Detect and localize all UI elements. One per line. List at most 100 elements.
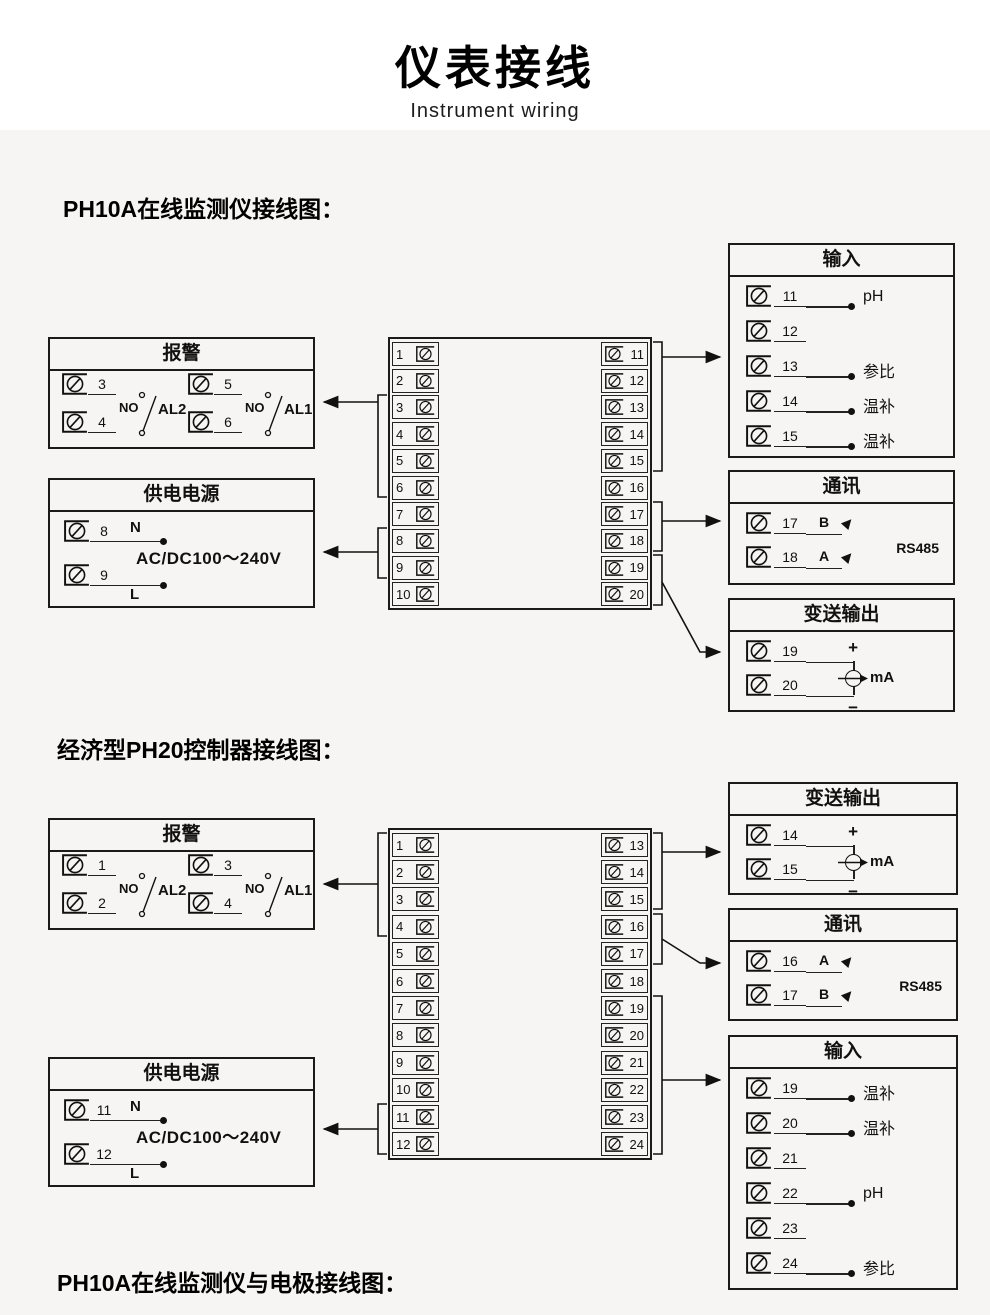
- screw-terminal-icon: [746, 640, 772, 662]
- no-contact-label: NO: [245, 400, 265, 415]
- terminal-cell: 5: [392, 448, 439, 473]
- terminal-number: 11: [396, 1109, 410, 1125]
- screw-terminal-icon: [605, 426, 624, 442]
- terminal-number: 20: [629, 1027, 644, 1043]
- screw-terminal-icon: [416, 559, 435, 576]
- screw-terminal-icon: [605, 559, 624, 576]
- screw-terminal-icon: [746, 858, 772, 880]
- power-wire: N: [118, 1098, 167, 1124]
- screw-terminal-icon: [605, 1081, 624, 1098]
- terminal-cell: 12: [601, 368, 648, 393]
- screw-terminal-icon: [188, 854, 214, 876]
- power-wire-label: N: [130, 519, 141, 536]
- screw-terminal-icon: [746, 1182, 772, 1204]
- io-rows: 14+15−: [746, 822, 952, 901]
- terminal-number: 12: [774, 321, 806, 342]
- terminal-number: 20: [629, 586, 644, 602]
- wire: [806, 1133, 850, 1135]
- junction-dot: [848, 443, 855, 450]
- junction-dot: [848, 303, 855, 310]
- relay-label: AL2: [158, 882, 187, 899]
- power-wire-label: N: [130, 1098, 141, 1115]
- terminal-number: 3: [214, 855, 242, 876]
- signal-label: 温补: [863, 1121, 896, 1138]
- screw-terminal-icon: [605, 1000, 624, 1017]
- screw-terminal-icon: [746, 1112, 772, 1134]
- terminal-cell: 3: [392, 887, 439, 912]
- alarm-terminal: 2: [62, 892, 116, 914]
- screw-terminal-icon: [746, 425, 772, 447]
- screw-terminal-icon: [416, 973, 435, 989]
- terminal-number: 6: [396, 480, 404, 495]
- terminal-cell: 11: [601, 342, 648, 366]
- terminal-number: 18: [629, 533, 644, 549]
- output-box: 变送输出 14+15− mA: [728, 782, 958, 901]
- screw-terminal-icon: [416, 426, 435, 442]
- screw-terminal-icon: [746, 824, 772, 846]
- screw-terminal-icon: [416, 1000, 435, 1017]
- terminal-number: 11: [90, 1100, 118, 1121]
- terminal-cell: 10: [392, 1077, 439, 1102]
- comm-line-label: A: [806, 546, 842, 569]
- terminal-cell: 10: [392, 582, 439, 607]
- screw-terminal-icon: [62, 411, 88, 433]
- terminal-cell: 7: [392, 502, 439, 527]
- screw-terminal-icon: [746, 390, 772, 412]
- terminal-cell: 20: [601, 582, 648, 607]
- terminal-number: 2: [396, 373, 404, 389]
- wire: [806, 1273, 850, 1275]
- terminal-number: 20: [774, 675, 806, 696]
- terminal-number: 9: [90, 565, 118, 586]
- terminal-cell: 9: [392, 555, 439, 580]
- screw-terminal-icon: [416, 945, 435, 962]
- screw-terminal-icon: [416, 1027, 435, 1044]
- io-rows: 19+20−: [746, 638, 949, 717]
- input-terminal-row: 12: [746, 318, 949, 353]
- output-terminal-row: 15−: [746, 856, 952, 901]
- no-contact-label: NO: [245, 881, 265, 896]
- screw-terminal-icon: [746, 285, 772, 307]
- terminal-number: 13: [774, 356, 806, 377]
- box-title: 输入: [730, 245, 953, 277]
- terminal-number: 24: [774, 1253, 806, 1274]
- alarm-terminal: 1: [62, 854, 116, 876]
- terminal-cell: 9: [392, 1050, 439, 1075]
- screw-terminal-icon: [746, 674, 772, 696]
- terminal-number: 7: [396, 506, 404, 522]
- screw-terminal-icon: [416, 837, 435, 853]
- box-title: 输入: [730, 1037, 956, 1069]
- terminal-cell: 1: [392, 342, 439, 366]
- junction-dot: [848, 1130, 855, 1137]
- screw-terminal-icon: [605, 399, 624, 416]
- screw-terminal-icon: [188, 892, 214, 914]
- box-title: 供电电源: [50, 480, 313, 512]
- terminal-cell: 16: [601, 475, 648, 500]
- terminal-cell: 2: [392, 368, 439, 393]
- screw-terminal-icon: [62, 892, 88, 914]
- terminal-number: 14: [629, 864, 644, 880]
- terminal-number: 5: [214, 374, 242, 395]
- screw-terminal-icon: [416, 1109, 435, 1125]
- no-contact-label: NO: [119, 400, 139, 415]
- screw-terminal-icon: [64, 1099, 90, 1121]
- screw-terminal-icon: [605, 837, 624, 853]
- junction-dot: [848, 408, 855, 415]
- input-terminal-row: 13 参比: [746, 353, 949, 388]
- terminal-number: 13: [629, 837, 644, 853]
- signal-label: pH: [863, 1185, 884, 1202]
- screw-terminal-icon: [605, 506, 624, 523]
- protocol-label: RS485: [899, 978, 942, 994]
- signal-label: 参比: [863, 364, 896, 381]
- screw-terminal-icon: [416, 918, 435, 935]
- terminal-number: 20: [774, 1113, 806, 1134]
- terminal-number: 8: [396, 533, 404, 549]
